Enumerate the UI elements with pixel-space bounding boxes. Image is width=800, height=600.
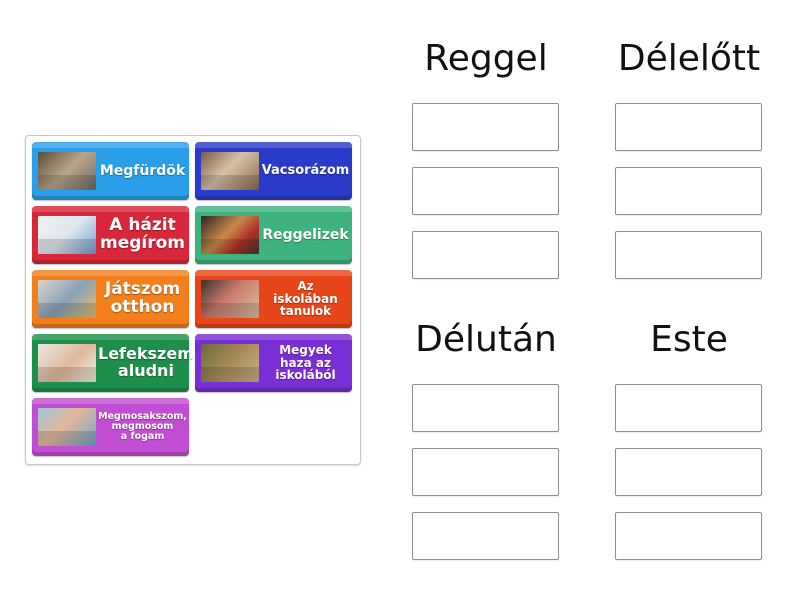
family-dinner-photo-icon [201, 152, 259, 190]
drop-slot[interactable] [412, 512, 559, 560]
tile-megyek-haza[interactable]: Megyek haza az iskolából [195, 334, 352, 392]
tile-megmosakszom[interactable]: Megmosakszom, megmosom a fogam [32, 398, 189, 456]
tile-label: Megyek haza az iskolából [275, 343, 336, 383]
tile-label: Játszom otthon [104, 279, 181, 317]
tile-lefekszem-aludni[interactable]: Lefekszem aludni [32, 334, 194, 392]
answer-bank: Megfürdök Vacsorázom A házit megírom Reg… [25, 135, 361, 465]
tile-label: Megfürdök [99, 162, 186, 179]
group-title: Este [650, 319, 728, 360]
boy-homework-photo-icon [38, 216, 96, 254]
drop-slot[interactable] [412, 103, 559, 151]
drop-slot[interactable] [615, 103, 762, 151]
brushing-teeth-photo-icon [38, 408, 96, 446]
tile-jatszom-otthon[interactable]: Játszom otthon [32, 270, 189, 328]
tile-a-hazit-megirom[interactable]: A házit megírom [32, 206, 189, 264]
tile-label: Az iskolában tanulok [273, 279, 338, 319]
kids-playing-photo-icon [38, 280, 96, 318]
tile-label: A házit megírom [99, 215, 186, 253]
drop-slot[interactable] [412, 167, 559, 215]
tile-reggelizek[interactable]: Reggelizek [195, 206, 352, 264]
drop-slot[interactable] [615, 384, 762, 432]
group-title: Reggel [424, 38, 548, 79]
group-title: Délután [415, 319, 557, 360]
tile-vacsorazom[interactable]: Vacsorázom [195, 142, 352, 200]
drop-slot[interactable] [412, 384, 559, 432]
group-title: Délelőtt [617, 38, 761, 79]
tile-label: Vacsorázom [261, 163, 350, 179]
classroom-photo-icon [201, 280, 259, 318]
tile-label: Lefekszem aludni [98, 344, 194, 380]
walking-home-photo-icon [201, 344, 259, 382]
tile-label: Megmosakszom, megmosom a fogam [98, 411, 187, 442]
tile-label: Reggelizek [262, 226, 349, 243]
sleeping-child-photo-icon [38, 344, 96, 382]
tile-megfurdok[interactable]: Megfürdök [32, 142, 189, 200]
drop-slot[interactable] [412, 231, 559, 279]
drop-slot[interactable] [615, 167, 762, 215]
drop-slot[interactable] [615, 231, 762, 279]
tile-az-iskolaban-tanulok[interactable]: Az iskolában tanulok [195, 270, 352, 328]
bathroom-photo-icon [38, 152, 96, 190]
drop-slot[interactable] [615, 512, 762, 560]
drop-slot[interactable] [412, 448, 559, 496]
drop-slot[interactable] [615, 448, 762, 496]
breakfast-food-photo-icon [201, 216, 259, 254]
